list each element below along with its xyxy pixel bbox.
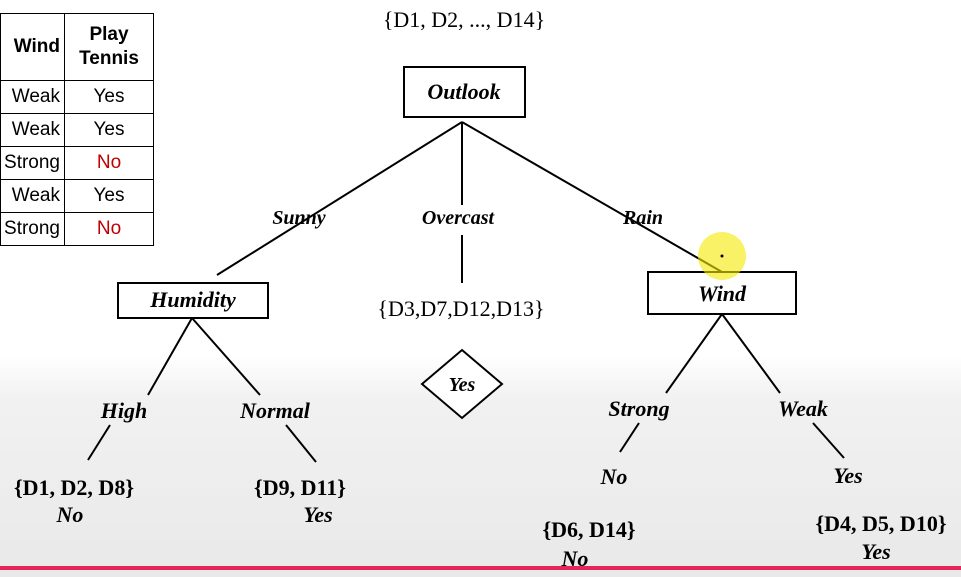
- weak-set-leaf-label: Yes: [861, 539, 890, 564]
- cell-play: No: [64, 146, 154, 180]
- branch-overcast-label: Overcast: [422, 207, 496, 229]
- branch-normal-label: Normal: [239, 398, 311, 423]
- table-row: Weak Yes: [0, 80, 154, 114]
- edge-outlook-rain: [461, 121, 723, 273]
- weak-leaf-label: Yes: [833, 463, 862, 488]
- edge-wind-strong: [665, 313, 723, 394]
- bottom-progress-line: [0, 566, 961, 570]
- high-leaf-label: No: [56, 502, 84, 527]
- cell-play: Yes: [64, 80, 154, 114]
- branch-weak-label: Weak: [778, 396, 828, 421]
- outlook-node-label: Outlook: [427, 79, 500, 104]
- edge-wind-weak: [721, 313, 781, 394]
- humidity-node-label: Humidity: [149, 287, 236, 312]
- root-set-label: {D1, D2, ..., D14}: [383, 7, 545, 32]
- table-row: Strong No: [0, 146, 154, 180]
- normal-set-label: {D9, D11}: [254, 475, 346, 500]
- cell-wind: Strong: [0, 146, 65, 180]
- cell-play: Yes: [64, 179, 154, 213]
- cell-play: No: [64, 212, 154, 246]
- table-row: Strong No: [0, 212, 154, 246]
- humidity-node-box: [117, 282, 269, 319]
- strong-leaf-label: No: [600, 464, 628, 489]
- branch-high-label: High: [100, 398, 147, 423]
- normal-leaf-label: Yes: [303, 502, 332, 527]
- edge-humidity-high: [147, 317, 193, 396]
- edge-normal-leaf: [285, 424, 317, 463]
- edge-strong-leaf: [619, 422, 640, 453]
- cursor-dot-icon: [720, 254, 724, 258]
- overcast-set-label: {D3,D7,D12,D13}: [377, 296, 544, 321]
- wind-node-label: Wind: [698, 281, 747, 306]
- edge-weak-leaf: [812, 422, 845, 459]
- table-row: Weak Yes: [0, 113, 154, 147]
- wind-node-box: [647, 271, 797, 315]
- branch-rain-label: Rain: [622, 207, 663, 229]
- yes-leaf-diamond: [420, 348, 504, 420]
- overcast-leaf-label: Yes: [449, 374, 476, 396]
- high-set-label: {D1, D2, D8}: [14, 475, 134, 500]
- header-wind: Wind: [0, 13, 65, 81]
- cell-wind: Strong: [0, 212, 65, 246]
- edge-high-leaf: [87, 424, 111, 461]
- strong-set-label: {D6, D14}: [542, 517, 635, 542]
- weak-set-label: {D4, D5, D10}: [815, 511, 946, 536]
- cell-wind: Weak: [0, 80, 65, 114]
- edge-outlook-sunny: [216, 121, 463, 276]
- outlook-node-box: [403, 66, 526, 118]
- edge-humidity-normal: [191, 317, 261, 396]
- branch-sunny-label: Sunny: [272, 207, 325, 229]
- branch-strong-label: Strong: [608, 396, 669, 421]
